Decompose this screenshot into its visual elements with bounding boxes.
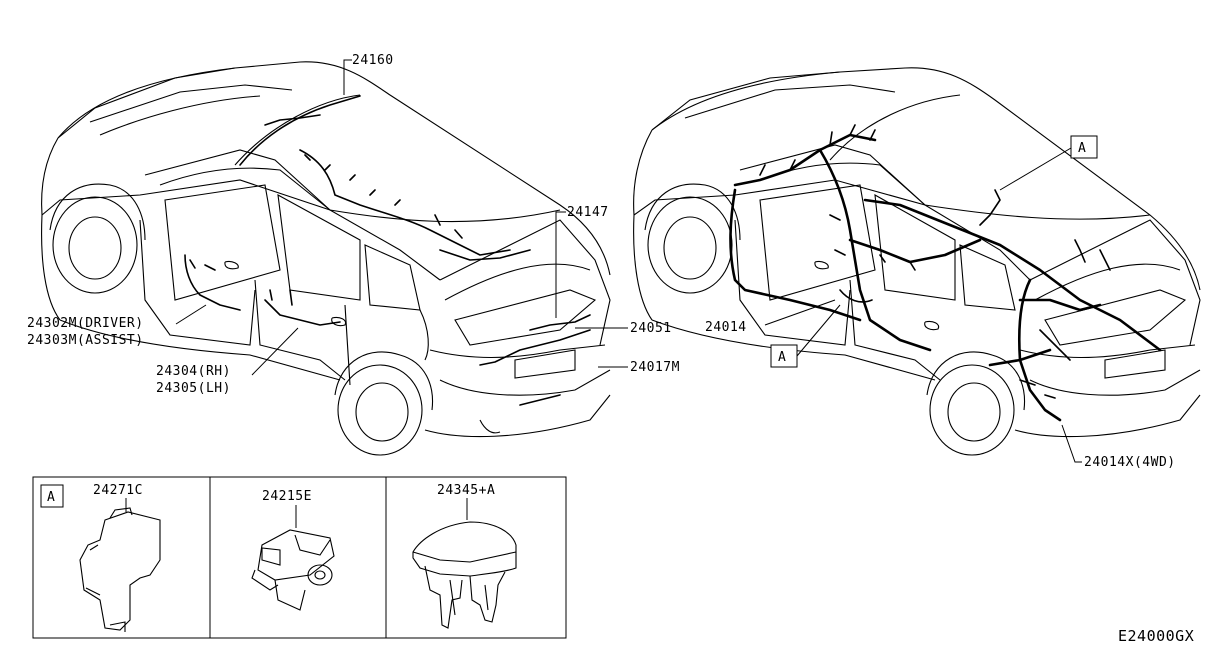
harness-clip-drawing bbox=[251, 529, 335, 611]
grommet-drawing bbox=[412, 521, 517, 629]
callout-body-harness-4wd: 24014X(4WD) bbox=[1084, 455, 1176, 470]
parts-panel-frame bbox=[32, 476, 567, 639]
callout-tail-harness: 24051 bbox=[630, 321, 672, 336]
callout-front-door-harness: 24302M(DRIVER) bbox=[27, 316, 144, 331]
callout-bumper-harness: 24017M bbox=[630, 360, 680, 375]
left-vehicle-callouts: 24160 24147 24302M(DRIVER) 24303M(ASSIST… bbox=[27, 53, 680, 396]
right-vehicle-callouts: A A 24014 24014X(4WD) bbox=[705, 135, 1176, 470]
right-vehicle-harnesses bbox=[729, 124, 1162, 422]
part-label-protector: 24271C bbox=[93, 483, 143, 498]
callout-roof-harness: 24160 bbox=[352, 53, 394, 68]
left-vehicle-harnesses bbox=[184, 95, 591, 406]
ref-mark-box bbox=[1070, 135, 1098, 159]
protector-plate-drawing bbox=[79, 507, 161, 632]
callout-rear-door-harness: 24304(RH) bbox=[156, 364, 231, 379]
diagram-code: E24000GX bbox=[1118, 627, 1194, 645]
callout-back-door-harness: 24147 bbox=[567, 205, 609, 220]
left-vehicle-illustration bbox=[41, 61, 611, 456]
part-label-grommet: 24345+A bbox=[437, 483, 495, 498]
part-label-clip: 24215E bbox=[262, 489, 312, 504]
right-vehicle-illustration bbox=[633, 67, 1201, 456]
callout-rear-door-harness-lh: 24305(LH) bbox=[156, 381, 231, 396]
ref-mark-a-lower: A bbox=[778, 350, 786, 365]
parts-panel: A 24271C 24215E 24345+A bbox=[32, 476, 567, 639]
panel-ref-mark-a: A bbox=[47, 490, 55, 505]
ref-mark-a-upper: A bbox=[1078, 141, 1086, 156]
panel-ref-mark-box bbox=[40, 484, 64, 508]
callout-body-harness: 24014 bbox=[705, 320, 747, 335]
callout-front-door-harness-assist: 24303M(ASSIST) bbox=[27, 333, 144, 348]
